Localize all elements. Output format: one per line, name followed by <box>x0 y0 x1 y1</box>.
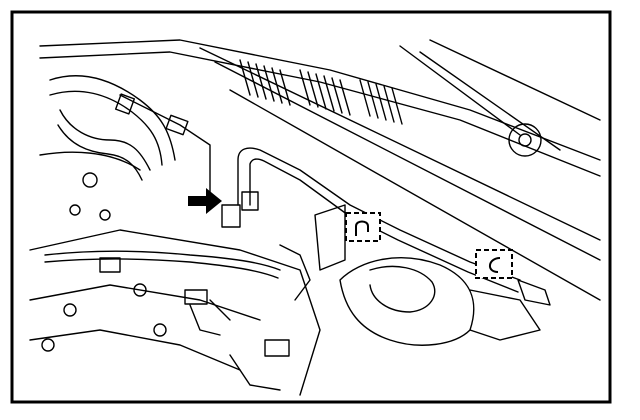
bolt-4 <box>153 323 167 337</box>
center-bracket <box>279 244 311 301</box>
cowl-upper-edge <box>39 39 601 161</box>
clamp-clip-icon <box>489 257 501 273</box>
harness-wires <box>189 299 231 336</box>
upper-wire <box>39 151 141 171</box>
harness-connector-3 <box>264 339 290 357</box>
intake-bracket <box>314 204 346 271</box>
intake-hose-right <box>469 289 541 341</box>
clip-callout-right <box>475 249 513 279</box>
wiper-arm-edge-3 <box>399 45 521 136</box>
engine-block-ridge-2 <box>29 329 241 371</box>
wiper-pivot <box>508 123 542 157</box>
vsv-port <box>221 204 241 228</box>
mid-hose <box>59 109 151 171</box>
bolt-6 <box>69 204 81 216</box>
hose-end-fitting <box>517 279 551 306</box>
solid-arrow-right-icon <box>188 188 222 214</box>
bolt-5 <box>82 172 98 188</box>
outer-border <box>10 10 612 404</box>
bolt-7 <box>99 209 111 221</box>
hose-clamp-2 <box>114 93 136 115</box>
cowl-vent-grille <box>239 59 403 125</box>
wiper-arm-edge-2 <box>419 51 561 151</box>
harness-connector <box>99 257 121 273</box>
lower-wires <box>229 354 281 391</box>
firewall-line <box>199 47 601 241</box>
upper-hose-left-inner <box>49 90 163 166</box>
harness-connector-2 <box>184 289 208 305</box>
clamp-clip-icon <box>355 220 369 236</box>
clip-callout-left <box>345 212 381 242</box>
wire-harness-2 <box>44 258 279 279</box>
bolt-1 <box>41 338 55 352</box>
upper-hose-left <box>49 75 176 161</box>
intake-duct-rib <box>369 265 436 313</box>
bracket-line <box>119 94 211 201</box>
hose-clamp <box>165 114 189 136</box>
bolt-3 <box>133 283 147 297</box>
engine-block-top <box>29 229 321 396</box>
firewall-line-3 <box>229 89 601 301</box>
wiper-arm-edge <box>429 39 601 121</box>
wiper-pivot-nut <box>518 133 532 147</box>
engine-block-ridge <box>29 284 261 321</box>
bolt-2 <box>63 303 77 317</box>
wire-harness <box>44 250 281 271</box>
cowl-lower-edge <box>39 51 601 177</box>
mid-hose-inner <box>57 124 143 181</box>
hose-connector <box>241 191 259 211</box>
